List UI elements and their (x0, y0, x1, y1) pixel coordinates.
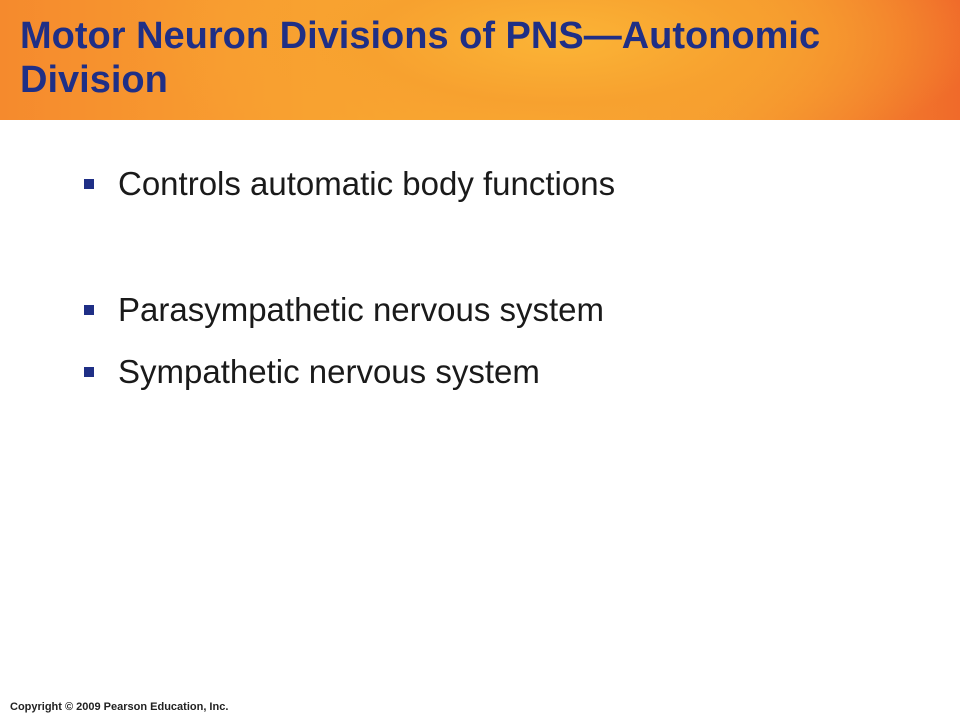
copyright-footer: Copyright © 2009 Pearson Education, Inc. (10, 701, 229, 713)
square-bullet-icon (84, 367, 94, 377)
bullet-text: Sympathetic nervous system (118, 353, 540, 390)
bullet-item: Controls automatic body functions (84, 160, 924, 208)
slide-title: Motor Neuron Divisions of PNS—Autonomic … (20, 15, 821, 101)
bullet-list: Controls automatic body functions Parasy… (84, 160, 924, 396)
square-bullet-icon (84, 179, 94, 189)
bullet-text: Controls automatic body functions (118, 165, 616, 202)
bullet-text: Parasympathetic nervous system (118, 291, 605, 328)
title-banner: Motor Neuron Divisions of PNS—Autonomic … (0, 0, 960, 120)
bullet-item: Sympathetic nervous system (84, 348, 924, 396)
bullet-item: Parasympathetic nervous system (84, 286, 924, 334)
square-bullet-icon (84, 305, 94, 315)
